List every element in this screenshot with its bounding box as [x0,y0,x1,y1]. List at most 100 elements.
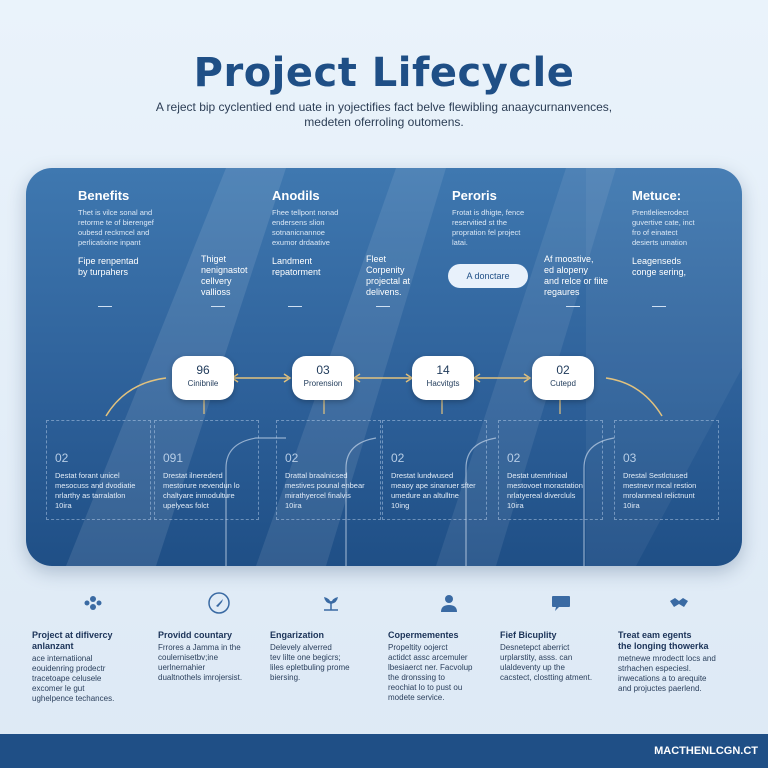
subtitle-line: A reject bip cyclentied end uate in yoje… [155,100,613,114]
phase-text: Drestat ilnerederd mestorure nevendun lo… [163,471,240,511]
column-body-line: perlicatioine inpant [78,238,141,247]
feature-text-line: and projuctes paerlend. [618,684,702,693]
stage-node[interactable]: 02 Cutepd [532,356,594,400]
stage-node[interactable]: 03 Prorension [292,356,354,400]
feature-title: Copermementes [388,630,510,641]
stage-label: Cutepd [550,379,576,388]
divider-dash [376,306,390,307]
stage-node[interactable]: 96 Cinibnile [172,356,234,400]
feature-card: Fief Bicuplity Desnetepct aberrict urpla… [500,592,622,683]
mid-note-line: Fleet [366,254,387,264]
mid-note: Fleet Corpenity projectal at delivens. [366,254,446,298]
mid-note-line: projectal at [366,276,411,286]
stage-node[interactable]: 14 Hacvitgts [412,356,474,400]
phase-text-line: 10ira [55,501,72,510]
feature-title: Providd countary [158,630,280,641]
divider-dash [288,306,302,307]
column-note-line: Fipe renpentad [78,256,139,266]
phase-text-line: mrolanmeal relictnunt [623,491,695,500]
feature-title-line: Fief Bicuplity [500,630,557,640]
feature-text-line: the dronssing to [388,673,445,682]
divider-dash [98,306,112,307]
feature-text-line: excomer le gut [32,684,85,693]
feature-card: Providd countary Frrores a Jamma in the … [158,592,280,683]
phase-box: 02 Destat forant unicel mesocuss and dvo… [46,420,151,520]
mid-note-line: vallioss [201,287,231,297]
stage-number: 14 [436,363,450,377]
mid-note-line: Thiget [201,254,227,264]
phase-text-line: mestorure nevendun lo [163,481,240,490]
footer-bar: MACTHENLCGN.CT [0,734,768,768]
mid-note-line: ed alopeny [544,265,589,275]
feature-title: Engarization [270,630,392,641]
column-body-line: Thet is vilce sonal and [78,208,153,217]
divider-dash [652,306,666,307]
feature-text-line: ughelpence techances. [32,694,115,703]
stage-label: Cinibnile [187,379,219,388]
mid-note: Thiget nenignastot cellvery vallioss [201,254,291,298]
rocket-icon [208,592,230,614]
feature-text-line: Delevely alverred [270,643,332,652]
feature-title-line: anlanzant [32,641,74,651]
feature-title-line: Copermementes [388,630,459,640]
feature-title-line: the longing thowerka [618,641,709,651]
feature-text: Desnetepct aberrict urplarstity, asss. c… [500,643,622,683]
feature-text: ace internatiional eouidenring prodectr … [32,654,154,704]
column-body-line: retorme te of bierengef [78,218,154,227]
phase-text: Drestat lundwused meaoy ape sinanuer sft… [391,471,476,511]
feature-text-line: Propeltity oojerct [388,643,448,652]
phase-text: Drattal braalnicsed mestives pounal enbe… [285,471,365,511]
feature-text-line: lbesiaerct ner. Facvolup [388,663,473,672]
feature-title: Treat eam egents the longing thowerka [618,630,740,652]
phase-text-line: 10ira [285,501,302,510]
column-body-line: fro of einatect [632,228,678,237]
column-body: Prentlelieerodect guvertive cate, inct f… [632,208,742,248]
feature-card: Project at difivercy anlanzant ace inter… [32,592,154,704]
phase-text-line: 10ira [623,501,640,510]
page-title: Project Lifecycle [193,50,575,96]
column-body-line: guvertive cate, inct [632,218,695,227]
phase-box: 091 Drestat ilnerederd mestorure nevendu… [154,420,259,520]
phase-text-line: upelyeas folct [163,501,209,510]
feature-text: Propeltity oojerct actidct assc arcemule… [388,643,510,703]
people-cluster-icon [84,596,102,610]
feature-text: Frrores a Jamma in the coulernisetbv;ine… [158,643,280,683]
column-note-line: by turpahers [78,267,129,277]
action-pill-button[interactable]: A donctare [448,264,528,288]
column-note-line: repatorment [272,267,321,277]
feature-title-line: Providd countary [158,630,233,640]
subtitle-line: medeten oferroling outomens. [304,115,464,129]
phase-text: Drestal Sestlctused mestnevr mcal restio… [623,471,696,511]
feature-card: Treat eam egents the longing thowerka me… [618,592,740,694]
feature-text-line: ace internatiional [32,654,93,663]
column-body-line: exumor drdaative [272,238,330,247]
column-body: Frotat is dhigte, fence reservitied st t… [452,208,562,248]
phase-number: 02 [55,451,69,465]
feature-text: Delevely alverred tev lilte one begicrs;… [270,643,392,683]
feature-text-line: ulaldeventy up the [500,663,565,672]
footer-brand: MACTHENLCGN.CT [654,745,758,757]
stage-number: 02 [556,363,570,377]
mid-note-line: nenignastot [201,265,248,275]
phase-box: 03 Drestal Sestlctused mestnevr mcal res… [614,420,719,520]
phase-box: 02 Destat utemrlnioal mestovoet morastat… [498,420,603,520]
column-title: Peroris [452,188,497,203]
user-person-icon [441,595,457,612]
column-note-line: Leagenseds [632,256,682,266]
mid-note-line: Corpenity [366,265,405,275]
column-body: Thet is vilce sonal and retorme te of bi… [78,208,188,248]
growth-sprout-icon [324,597,338,611]
feature-text-line: Desnetepct aberrict [500,643,570,652]
lifecycle-panel: Benefits Thet is vilce sonal and retorme… [26,168,742,566]
feature-text-line: uerlnernahier [158,663,206,672]
phase-box: 02 Drattal braalnicsed mestives pounal e… [276,420,381,520]
phase-text-line: nrlatyereal divercluls [507,491,576,500]
column-note: Leagenseds conge sering, [632,256,686,278]
phase-number: 02 [391,451,405,465]
stage-number: 03 [316,363,330,377]
feature-text-line: actidct assc arcemuler [388,653,468,662]
feature-text-line: cacstect, clostting atment. [500,673,593,682]
stage-number: 96 [196,363,210,377]
feature-title-line: Engarization [270,630,325,640]
mid-note-line: cellvery [201,276,232,286]
